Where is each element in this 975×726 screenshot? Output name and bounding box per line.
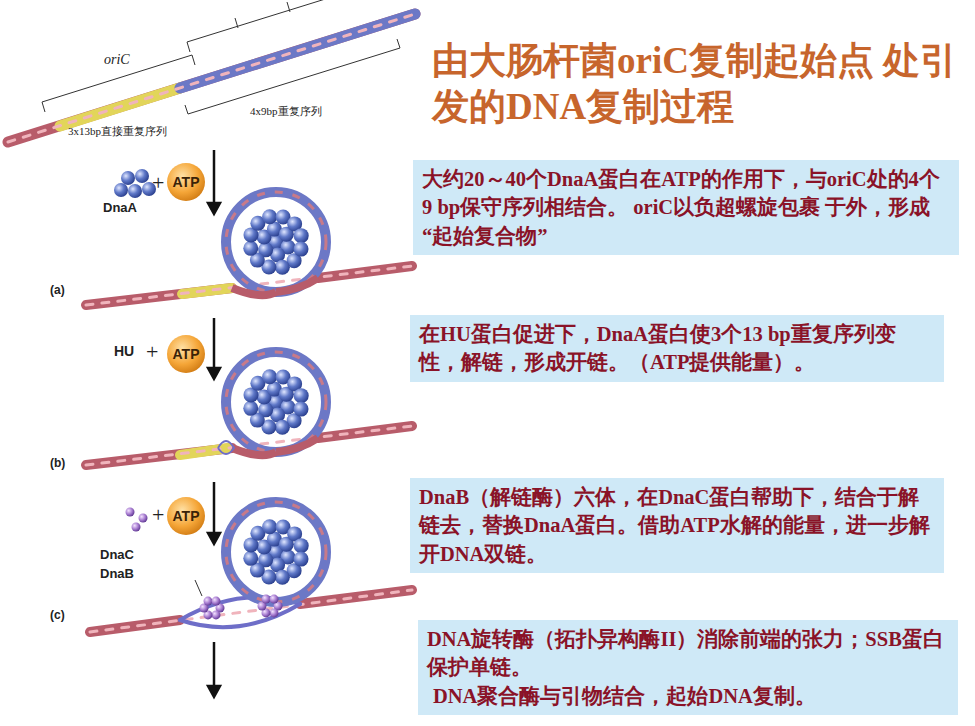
note-box: 大约20～40个DnaA蛋白在ATP的作用下，与oriC处的4个9 bp保守序列… [413,160,959,255]
note-text: 在HU蛋白促进下，DnaA蛋白使3个13 bp重复序列变性，解链，形成开链。（A… [419,320,935,377]
dnaa-protein [294,388,309,403]
dnab-hexamer [200,595,283,620]
dnaa-protein [294,242,309,257]
protein-label: HU [114,343,134,359]
note-box: DnaB（解链酶）六体，在DnaC蛋白帮助下，结合于解链去，替换DnaA蛋白。借… [410,478,944,573]
dnaa-protein [262,209,277,224]
dnaa-protein [262,519,277,534]
note-box: DNA旋转酶（拓扑异构酶II）消除前端的张力；SSB蛋白保护单链。DNA聚合酶与… [418,620,958,715]
region-label: 3x13bp直接重复序列 [68,124,167,139]
dnaa-protein [275,260,290,275]
note-text: DNA聚合酶与引物结合，起始DNA复制。 [427,682,949,710]
dnaa-protein [294,552,309,567]
atp-label: ATP [166,334,206,374]
dnaa-protein [275,420,290,435]
dnaa-protein [294,228,309,243]
atp-circle: ATP [166,162,206,202]
dna-strand [86,266,412,632]
region-label: oriC [104,52,130,68]
region-label: 4x9bp重复序列 [250,104,322,119]
plus-sign: + [152,170,164,196]
step-label: (c) [50,608,65,622]
protein-label: DnaA [103,200,137,215]
step-label: (b) [50,456,65,470]
note-box: 在HU蛋白促进下，DnaA蛋白使3个13 bp重复序列变性，解链，形成开链。（A… [410,315,944,382]
leader-line [195,580,202,596]
dnaa-protein [243,551,258,566]
initiation-complex [218,192,326,602]
note-text: 大约20～40个DnaA蛋白在ATP的作用下，与oriC处的4个9 bp保守序列… [422,165,950,250]
note-text: DnaB（解链酶）六体，在DnaC蛋白帮助下，结合于解链去，替换DnaA蛋白。借… [419,483,935,568]
dnaa-protein [243,401,258,416]
protein-label: DnaC [100,547,134,562]
plus-sign: + [146,339,158,365]
dnaa-protein [262,369,277,384]
dnaa-protein [294,402,309,417]
atp-circle: ATP [166,334,206,374]
step-label: (a) [50,283,65,297]
dnaa-protein [275,570,290,585]
note-text: DNA旋转酶（拓扑异构酶II）消除前端的张力；SSB蛋白保护单链。 [427,625,949,682]
dnaa-protein [243,241,258,256]
dnaa-protein [294,538,309,553]
sequence-brackets [42,0,400,114]
plus-sign: + [152,502,164,528]
atp-label: ATP [166,162,206,202]
protein-label: DnaB [100,566,134,581]
slide-title: 由大肠杆菌oriC复制起始点 处引发的DNA复制过程 [432,38,967,131]
atp-label: ATP [166,496,206,536]
atp-circle: ATP [166,496,206,536]
dna-strand [8,14,415,142]
